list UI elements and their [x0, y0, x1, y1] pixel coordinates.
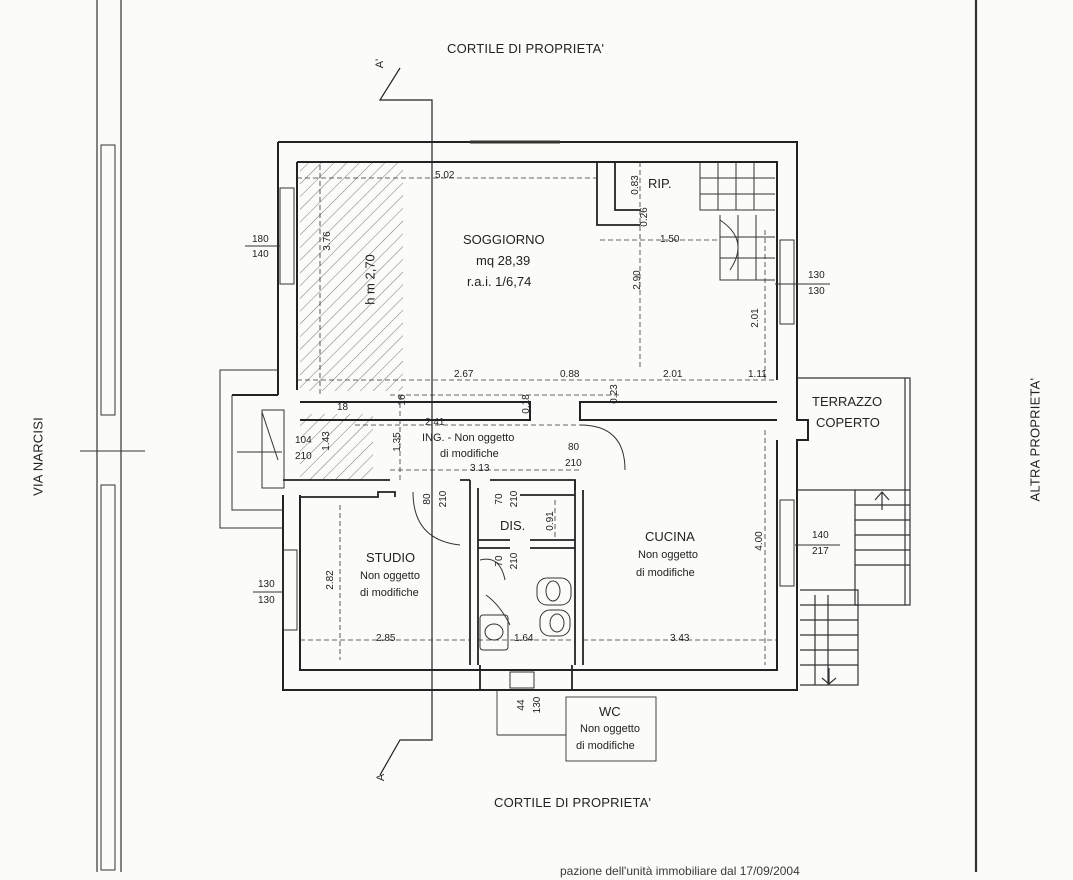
- door-dis2-b: 210: [509, 552, 520, 570]
- dim-2-41: 2.41: [425, 417, 445, 428]
- room-terrazzo-line2: COPERTO: [816, 415, 880, 430]
- dim-0-23: 0.23: [609, 384, 620, 404]
- dim-4-00: 4.00: [754, 531, 765, 551]
- opening-entry-b: 210: [295, 451, 312, 462]
- dim-1-64: 1.64: [514, 633, 534, 644]
- dim-16: 16: [397, 394, 408, 406]
- section-line: [378, 67, 433, 776]
- room-studio-name: STUDIO: [366, 550, 416, 565]
- terrazzo-structure: [797, 377, 911, 686]
- opening-right-top-b: 130: [808, 286, 825, 297]
- room-terrazzo-line1: TERRAZZO: [812, 394, 883, 409]
- opening-leaders: [237, 245, 840, 762]
- opening-right-top-a: 130: [808, 270, 825, 281]
- footer-caption: pazione dell'unità immobiliare dal 17/09…: [560, 864, 800, 878]
- door-dis2-a: 70: [494, 555, 505, 567]
- section-mark-top: A': [374, 58, 387, 69]
- dim-2-82: 2.82: [325, 570, 336, 590]
- section-mark-bottom: A: [375, 773, 388, 782]
- dim-2-90: 2.90: [632, 270, 643, 290]
- room-cucina-note2: di modifiche: [636, 567, 695, 579]
- label-top-courtyard: CORTILE DI PROPRIETA': [447, 41, 605, 56]
- dim-1-35: 1.35: [392, 432, 403, 452]
- entry-porch: [219, 369, 285, 529]
- page-frame: [80, 0, 978, 872]
- room-ripostiglio-name: RIP.: [648, 176, 672, 191]
- room-studio-note2: di modifiche: [360, 587, 419, 599]
- room-soggiorno-height: h m 2,70: [362, 254, 378, 305]
- room-studio-note1: Non oggetto: [360, 570, 420, 582]
- opening-entry-a: 104: [295, 435, 312, 446]
- door-studio-b: 210: [438, 490, 449, 508]
- dim-2-01-v: 2.01: [750, 308, 761, 328]
- door-swings: [412, 424, 626, 626]
- door-dis-a: 70: [494, 493, 505, 505]
- room-wc-note1: Non oggetto: [580, 723, 640, 735]
- opening-cucina-a: 140: [812, 530, 829, 541]
- opening-wc-b: 130: [532, 696, 543, 714]
- door-dis-b: 210: [509, 490, 520, 508]
- room-ingresso-note: di modifiche: [440, 448, 499, 460]
- dim-1-11: 1.11: [748, 369, 767, 380]
- dim-3-76: 3.76: [322, 231, 333, 251]
- label-bottom-courtyard: CORTILE DI PROPRIETA': [494, 795, 652, 810]
- door-ingresso-b: 210: [565, 458, 582, 469]
- dim-0-83: 0.83: [630, 175, 641, 195]
- room-soggiorno-rai: r.a.i. 1/6,74: [467, 274, 532, 289]
- room-ingresso-name: ING. - Non oggetto: [422, 432, 515, 444]
- room-cucina-note1: Non oggetto: [638, 549, 698, 561]
- opening-left-top-a: 180: [252, 234, 269, 245]
- dim-0-26: 0.26: [639, 207, 650, 227]
- hatched-area: [300, 161, 403, 391]
- dim-18: 18: [337, 402, 349, 413]
- dim-2-85: 2.85: [376, 633, 396, 644]
- door-studio-a: 80: [422, 493, 433, 505]
- dim-1-50: 1.50: [660, 234, 680, 245]
- hatched-area-entry: [300, 414, 373, 480]
- dim-0-88: 0.88: [560, 369, 580, 380]
- dim-1-43: 1.43: [321, 431, 332, 451]
- label-neighbour: ALTRA PROPRIETA': [1027, 377, 1043, 502]
- staircase-upper: [699, 162, 775, 281]
- room-wc-name: WC: [599, 704, 621, 719]
- windows: [279, 140, 795, 689]
- opening-studio-b: 130: [258, 595, 275, 606]
- room-cucina-name: CUCINA: [645, 529, 695, 544]
- dim-2-67: 2.67: [454, 369, 474, 380]
- door-ingresso-a: 80: [568, 442, 580, 453]
- dim-3-13: 3.13: [470, 463, 490, 474]
- dimension-lines: [297, 162, 777, 665]
- label-street: VIA NARCISI: [30, 417, 46, 496]
- dim-5-02: 5.02: [435, 170, 455, 181]
- dim-0-91: 0.91: [545, 511, 556, 531]
- interior-walls: [283, 162, 777, 690]
- room-wc-note2: di modifiche: [576, 740, 635, 752]
- dim-0-18: 0.18: [521, 394, 532, 414]
- opening-cucina-b: 217: [812, 546, 829, 557]
- room-soggiorno-area: mq 28,39: [476, 253, 531, 268]
- opening-wc-a: 44: [516, 699, 527, 711]
- opening-left-top-b: 140: [252, 249, 269, 260]
- opening-studio-a: 130: [258, 579, 275, 590]
- room-soggiorno-name: SOGGIORNO: [463, 232, 545, 247]
- dim-3-43: 3.43: [670, 633, 690, 644]
- dim-2-01-h: 2.01: [663, 369, 683, 380]
- room-dis-name: DIS.: [500, 518, 526, 533]
